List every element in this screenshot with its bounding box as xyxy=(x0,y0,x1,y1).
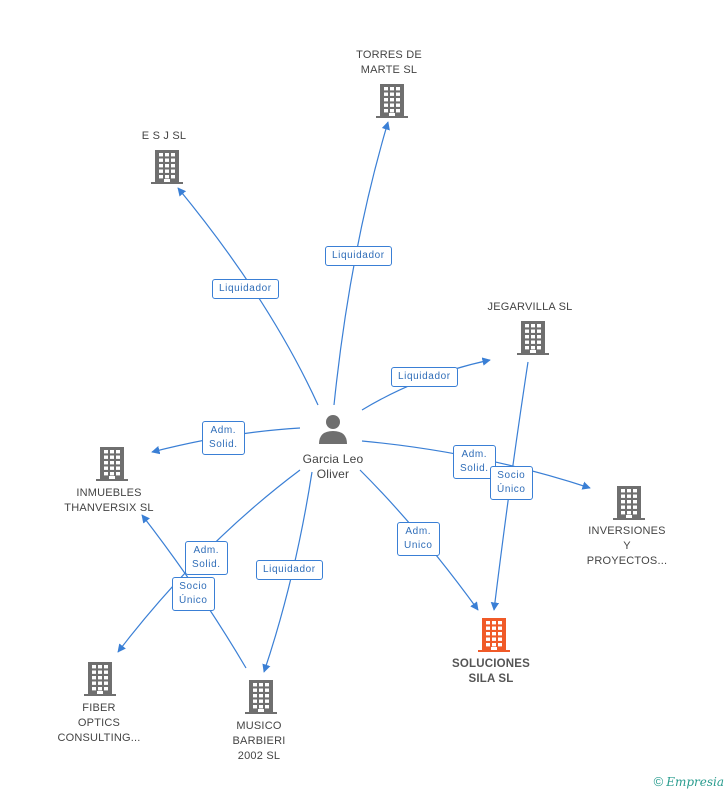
building-icon[interactable] xyxy=(84,662,116,696)
relation-label: Socio Único xyxy=(172,577,215,611)
brand-logo: Empresia xyxy=(666,775,724,789)
company-label-fiber: FIBER OPTICS CONSULTING... xyxy=(57,702,141,744)
building-icon[interactable] xyxy=(376,84,408,118)
relation-label: Adm. Solid. xyxy=(185,541,228,575)
relation-label: Socio Único xyxy=(490,466,533,500)
building-icon[interactable] xyxy=(613,486,645,520)
relation-label: Liquidador xyxy=(256,560,323,580)
person-node[interactable] xyxy=(300,412,366,446)
person-icon xyxy=(319,415,347,444)
copyright-icon: © xyxy=(653,774,664,789)
company-label-inmuebles: INMUEBLES THANVERSIX SL xyxy=(64,487,154,514)
company-label-inversiones: INVERSIONES Y PROYECTOS... xyxy=(586,525,668,567)
relation-label: Liquidador xyxy=(325,246,392,266)
company-label-musico: MUSICO BARBIERI 2002 SL xyxy=(232,720,286,762)
building-icon[interactable] xyxy=(478,618,510,652)
relation-label: Adm. Solid. xyxy=(202,421,245,455)
brand-footer[interactable]: ©Empresia xyxy=(654,774,724,789)
company-label-jegarvilla: JEGARVILLA SL xyxy=(487,301,573,313)
person-name: Garcia Leo Oliver xyxy=(302,452,364,481)
building-icon[interactable] xyxy=(151,150,183,184)
relation-label: Liquidador xyxy=(212,279,279,299)
building-icon[interactable] xyxy=(96,447,128,481)
building-icon[interactable] xyxy=(245,680,277,714)
relation-label: Adm. Solid. xyxy=(453,445,496,479)
company-label-soluciones: SOLUCIONES SILA SL xyxy=(451,658,531,685)
company-label-esj: E S J SL xyxy=(141,130,187,142)
relation-label: Adm. Unico xyxy=(397,522,440,556)
building-icon[interactable] xyxy=(517,321,549,355)
relation-label: Liquidador xyxy=(391,367,458,387)
company-label-torres: TORRES DE MARTE SL xyxy=(356,49,422,76)
